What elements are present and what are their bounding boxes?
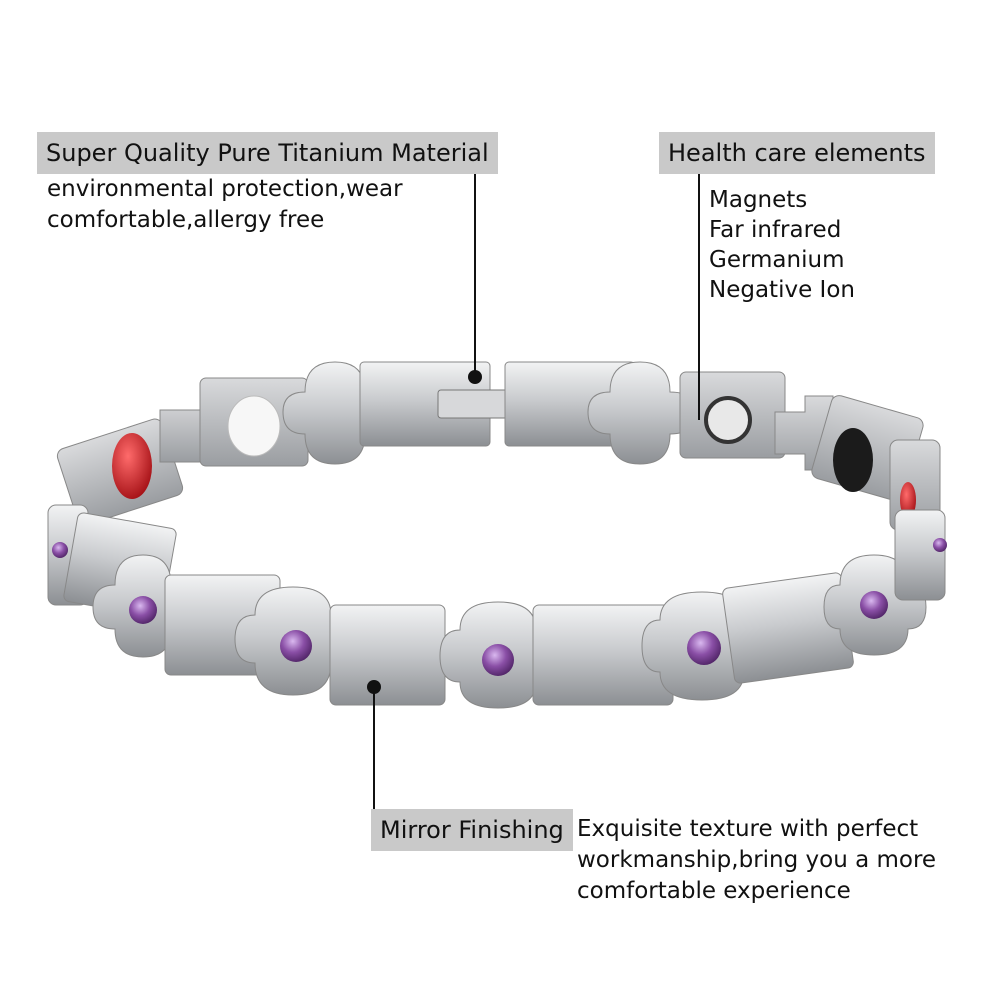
health-item-germanium: Germanium xyxy=(709,247,845,273)
finish-callout-description: Exquisite texture with perfect workmansh… xyxy=(577,814,936,907)
bracelet-back-links xyxy=(56,361,941,531)
finish-line-1: Exquisite texture with perfect xyxy=(577,816,919,842)
finish-callout-title: Mirror Finishing xyxy=(371,809,573,851)
material-line-2: comfortable,allergy free xyxy=(47,207,325,233)
bracelet-front-links xyxy=(47,504,947,709)
material-callout-description: environmental protection,wear comfortabl… xyxy=(47,174,403,236)
health-item-far-infrared: Far infrared xyxy=(709,217,842,243)
material-leader-dot xyxy=(468,370,482,384)
finish-line-3: comfortable experience xyxy=(577,878,851,904)
health-leader-line xyxy=(698,174,700,420)
material-line-1: environmental protection,wear xyxy=(47,176,403,202)
health-callout-title: Health care elements xyxy=(659,132,935,174)
finish-leader-line xyxy=(373,690,375,810)
finish-leader-dot xyxy=(367,680,381,694)
health-elements-list: Magnets Far infrared Germanium Negative … xyxy=(709,185,855,305)
finish-line-2: workmanship,bring you a more xyxy=(577,847,937,873)
health-item-negative-ion: Negative Ion xyxy=(709,277,855,303)
material-leader-line xyxy=(474,174,476,378)
health-item-magnets: Magnets xyxy=(709,187,808,213)
material-callout-title: Super Quality Pure Titanium Material xyxy=(37,132,498,174)
